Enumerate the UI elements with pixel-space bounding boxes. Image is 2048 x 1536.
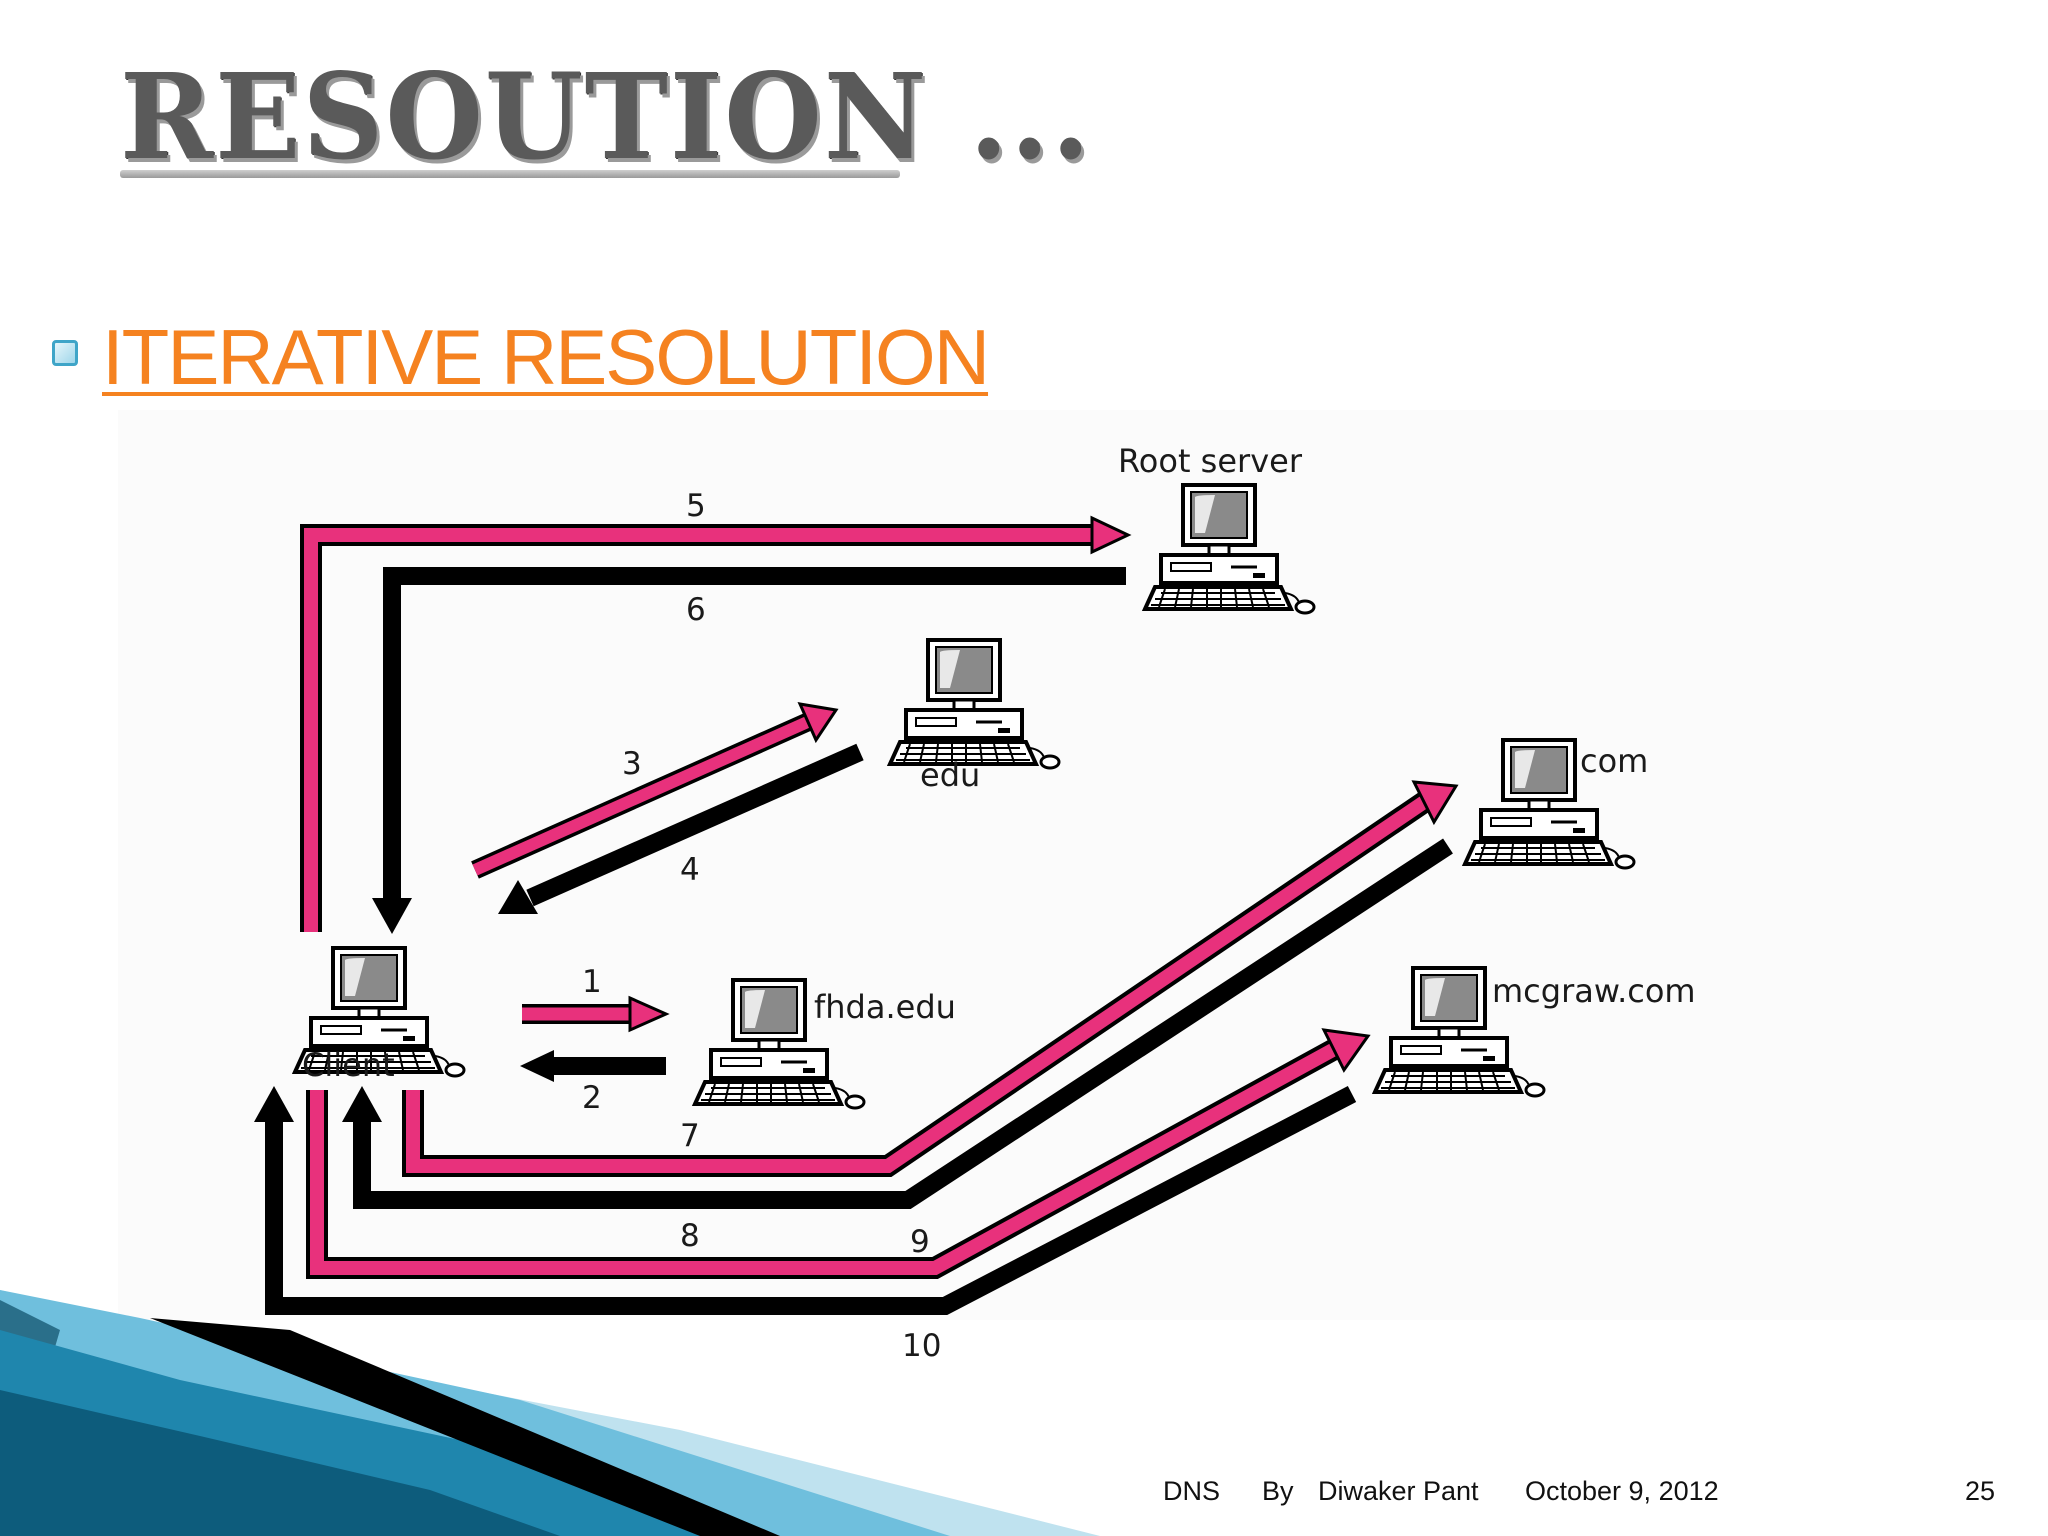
arrow-step-8: [342, 838, 1453, 1209]
arrow-step-7: [402, 780, 1459, 1177]
step-label-2: 2: [582, 1080, 602, 1116]
step-label-10: 10: [902, 1328, 941, 1364]
com-label: com: [1580, 742, 1648, 780]
step-label-8: 8: [680, 1218, 700, 1254]
bullet-icon: [52, 340, 78, 366]
arrow-step-9: [306, 1028, 1371, 1279]
fhda-label: fhda.edu: [814, 988, 956, 1026]
client-label: Client: [302, 1046, 395, 1084]
step-label-1: 1: [582, 964, 602, 1000]
arrow-step-10: [254, 1086, 1357, 1315]
corner-decoration: [0, 1290, 1100, 1536]
footer-by: By: [1262, 1476, 1294, 1506]
arrow-step-1: [522, 995, 670, 1033]
step-label-6: 6: [686, 592, 706, 628]
step-label-4: 4: [680, 852, 700, 888]
arrow-step-6: [372, 567, 1126, 934]
footer-page-number: 25: [1965, 1476, 1996, 1506]
root-server-label: Root server: [1118, 442, 1303, 480]
step-label-5: 5: [686, 488, 706, 524]
title-underline: [120, 170, 900, 178]
footer-date: October 9, 2012: [1525, 1476, 1719, 1506]
mcgraw-label: mcgraw.com: [1492, 972, 1696, 1010]
slide-title: RESOUTION ...: [120, 48, 1093, 187]
arrow-step-5: [300, 515, 1132, 932]
arrow-step-4: [498, 743, 864, 914]
root-server-computer-icon: [1143, 483, 1316, 615]
footer-topic: DNS: [1163, 1476, 1221, 1506]
step-label-3: 3: [622, 746, 642, 782]
step-label-9: 9: [910, 1224, 930, 1260]
arrow-step-3: [471, 702, 839, 879]
edu-server-computer-icon: [888, 638, 1061, 770]
arrow-step-2: [520, 1050, 666, 1082]
footer-author: Diwaker Pant: [1318, 1476, 1479, 1506]
step-label-7: 7: [680, 1118, 700, 1154]
slide-subtitle: ITERATIVE RESOLUTION: [102, 313, 990, 401]
edu-label: edu: [920, 756, 980, 794]
